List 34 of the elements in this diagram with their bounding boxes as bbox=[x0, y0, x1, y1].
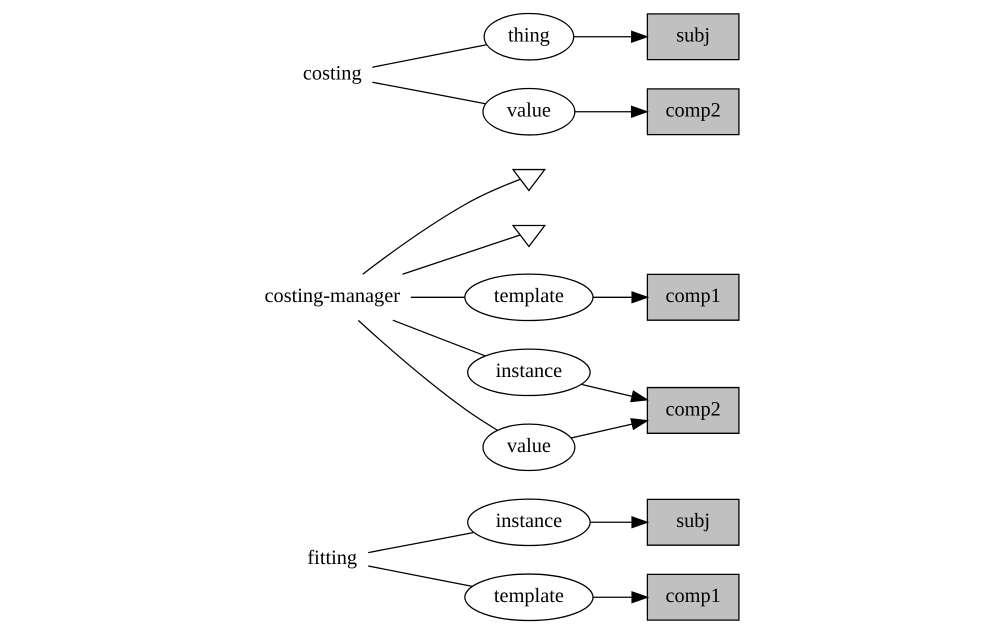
connector bbox=[362, 178, 520, 275]
node-triangle bbox=[511, 168, 546, 192]
arrow bbox=[570, 418, 648, 439]
node-ellipse: instance bbox=[466, 498, 590, 546]
node-text: costing-manager bbox=[264, 285, 400, 308]
node-box: subj bbox=[646, 13, 740, 60]
connector bbox=[372, 82, 486, 104]
node-text: fitting bbox=[306, 546, 357, 569]
connector bbox=[368, 565, 472, 588]
node-ellipse: thing bbox=[483, 12, 574, 61]
connector bbox=[372, 44, 486, 68]
node-triangle bbox=[511, 224, 546, 248]
node-box: subj bbox=[646, 498, 740, 546]
node-box: comp1 bbox=[646, 574, 740, 621]
connector bbox=[357, 320, 497, 431]
node-box: comp2 bbox=[646, 88, 740, 136]
node-ellipse: instance bbox=[466, 348, 590, 396]
connector bbox=[392, 320, 484, 356]
connector bbox=[368, 532, 474, 554]
node-box: comp2 bbox=[646, 386, 740, 434]
arrow bbox=[592, 291, 649, 304]
connector bbox=[410, 296, 464, 298]
arrow bbox=[590, 516, 649, 529]
arrow bbox=[580, 384, 648, 402]
node-box: comp1 bbox=[646, 274, 740, 321]
node-ellipse: value bbox=[482, 88, 575, 136]
node-ellipse: value bbox=[482, 423, 575, 472]
arrow bbox=[573, 30, 648, 43]
node-ellipse: template bbox=[464, 273, 594, 322]
arrow bbox=[574, 105, 648, 118]
node-ellipse: template bbox=[464, 573, 594, 622]
connector bbox=[402, 234, 520, 275]
node-text: costing bbox=[302, 62, 362, 85]
arrow bbox=[592, 591, 649, 604]
